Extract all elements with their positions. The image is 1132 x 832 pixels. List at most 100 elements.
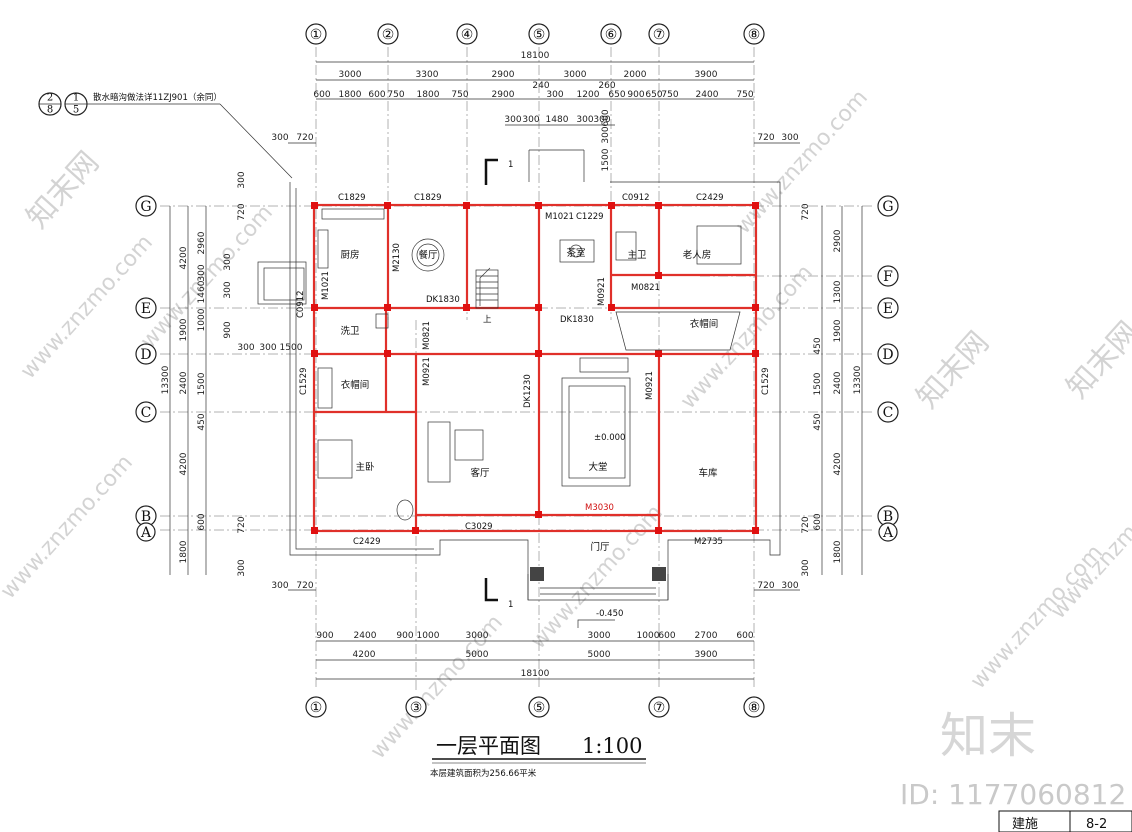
svg-text:300: 300 bbox=[546, 90, 563, 100]
svg-text:A: A bbox=[882, 525, 894, 541]
svg-text:F: F bbox=[883, 269, 893, 285]
svg-text:①: ① bbox=[310, 27, 323, 43]
svg-text:D: D bbox=[882, 347, 893, 363]
svg-text:⑧: ⑧ bbox=[748, 27, 761, 43]
section-mark-top: 1 bbox=[508, 160, 513, 170]
svg-text:M0821: M0821 bbox=[631, 283, 660, 293]
svg-text:900: 900 bbox=[316, 631, 333, 641]
svg-text:900: 900 bbox=[396, 631, 413, 641]
svg-text:2: 2 bbox=[47, 93, 53, 104]
axis-bubble: ⑧ bbox=[743, 696, 765, 718]
svg-text:2400: 2400 bbox=[833, 371, 843, 394]
svg-text:300: 300 bbox=[504, 115, 521, 125]
dim-bottom-total: 18100 bbox=[521, 669, 550, 679]
svg-text:1000: 1000 bbox=[197, 308, 207, 331]
svg-text:650: 650 bbox=[645, 90, 662, 100]
svg-text:M0821: M0821 bbox=[422, 321, 432, 350]
svg-text:600: 600 bbox=[313, 90, 330, 100]
svg-text:1800: 1800 bbox=[833, 540, 843, 563]
svg-text:C2429: C2429 bbox=[353, 537, 381, 547]
room-closet-left: 衣帽间 bbox=[341, 379, 370, 391]
axis-bubble: ⑥ bbox=[600, 23, 622, 45]
svg-text:2700: 2700 bbox=[695, 631, 718, 641]
svg-text:13300: 13300 bbox=[853, 365, 863, 394]
logo-text: 知末 bbox=[940, 708, 1036, 764]
room-master-bedroom: 主卧 bbox=[355, 461, 375, 473]
watermark-brand: 知末网 bbox=[1060, 315, 1132, 405]
svg-text:1800: 1800 bbox=[179, 540, 189, 563]
room-kitchen: 厨房 bbox=[340, 249, 359, 261]
axis-bubble: D bbox=[135, 343, 157, 365]
svg-text:M0921: M0921 bbox=[645, 371, 655, 400]
level-main: ±0.000 bbox=[594, 433, 625, 443]
svg-text:300: 300 bbox=[237, 343, 254, 353]
room-closet-right: 衣帽间 bbox=[690, 318, 719, 330]
axis-bubble: ① bbox=[305, 696, 327, 718]
axis-bubble: B bbox=[135, 505, 157, 527]
svg-text:②: ② bbox=[382, 27, 395, 43]
sheet-tag: 建施 8-2 bbox=[998, 810, 1132, 832]
svg-text:720: 720 bbox=[237, 203, 247, 220]
svg-text:M1021: M1021 bbox=[321, 271, 331, 300]
room-master-bath: 主卫 bbox=[627, 249, 647, 261]
axis-bubble: E bbox=[135, 297, 157, 319]
svg-text:720: 720 bbox=[237, 516, 247, 533]
svg-text:2900: 2900 bbox=[492, 90, 515, 100]
staircase: 上 bbox=[475, 267, 499, 325]
svg-text:3000: 3000 bbox=[588, 631, 611, 641]
svg-text:450: 450 bbox=[813, 413, 823, 430]
svg-text:⑤: ⑤ bbox=[533, 700, 546, 716]
left-dimensions: 13300 4200 1900 2400 4200 1800 2960 300 … bbox=[161, 171, 303, 576]
svg-text:C1829: C1829 bbox=[414, 193, 442, 203]
svg-text:1500: 1500 bbox=[601, 148, 611, 171]
svg-text:4200: 4200 bbox=[353, 650, 376, 660]
svg-text:600: 600 bbox=[813, 513, 823, 530]
right-axis-bubbles: G F E D C B A bbox=[877, 195, 899, 542]
sheet-number: 8-2 bbox=[1086, 817, 1107, 832]
room-tea: 茶室 bbox=[566, 247, 585, 259]
axis-bubble: C bbox=[135, 401, 157, 423]
axis-bubble: G bbox=[135, 195, 157, 217]
section-mark-bottom: 1 bbox=[508, 600, 513, 610]
svg-text:2900: 2900 bbox=[492, 70, 515, 80]
svg-text:300: 300 bbox=[576, 115, 593, 125]
svg-text:900: 900 bbox=[223, 321, 233, 338]
svg-text:E: E bbox=[141, 301, 151, 317]
svg-text:1200: 1200 bbox=[577, 90, 600, 100]
svg-text:8: 8 bbox=[47, 105, 53, 116]
svg-text:C: C bbox=[141, 405, 152, 421]
svg-text:300: 300 bbox=[197, 264, 207, 281]
drawing-scale: 1:100 bbox=[582, 734, 643, 758]
svg-text:600: 600 bbox=[197, 513, 207, 530]
svg-text:⑤: ⑤ bbox=[533, 27, 546, 43]
brand-logo: 知末 ID: 1177060812 bbox=[900, 708, 1126, 811]
top-axis-bubbles: ① ② ④ ⑤ ⑥ ⑦ ⑧ bbox=[305, 23, 765, 45]
svg-text:⑧: ⑧ bbox=[748, 700, 761, 716]
axis-bubble: ⑦ bbox=[648, 696, 670, 718]
svg-text:450: 450 bbox=[197, 413, 207, 430]
svg-text:750: 750 bbox=[451, 90, 468, 100]
svg-text:1900: 1900 bbox=[179, 318, 189, 341]
svg-text:650: 650 bbox=[608, 90, 625, 100]
axis-bubble: ① bbox=[305, 23, 327, 45]
svg-text:600: 600 bbox=[658, 631, 675, 641]
room-elder: 老人房 bbox=[683, 249, 712, 261]
watermark-site: www.znzmo.com bbox=[676, 260, 818, 414]
sheet-label: 建施 bbox=[1012, 817, 1038, 832]
svg-text:750: 750 bbox=[387, 90, 404, 100]
svg-text:DK1830: DK1830 bbox=[560, 315, 594, 325]
detail-note: 散水暗沟做法详11ZJ901（余同） bbox=[93, 92, 222, 103]
svg-text:300: 300 bbox=[223, 281, 233, 298]
svg-text:M0921: M0921 bbox=[597, 277, 607, 306]
svg-text:G: G bbox=[140, 199, 151, 215]
room-labels: 厨房 餐厅 茶室 主卫 老人房 洗卫 衣帽间 衣帽间 主卧 客厅 大堂 车库 门… bbox=[340, 247, 718, 553]
svg-text:3000: 3000 bbox=[466, 631, 489, 641]
svg-text:4200: 4200 bbox=[179, 246, 189, 269]
area-note: 本层建筑面积为256.66平米 bbox=[430, 768, 537, 779]
axis-bubble: ⑧ bbox=[743, 23, 765, 45]
svg-text:M3030: M3030 bbox=[585, 503, 614, 513]
svg-text:①: ① bbox=[310, 700, 323, 716]
svg-text:④: ④ bbox=[461, 27, 474, 43]
image-id: ID: 1177060812 bbox=[900, 778, 1126, 811]
svg-text:2400: 2400 bbox=[354, 631, 377, 641]
